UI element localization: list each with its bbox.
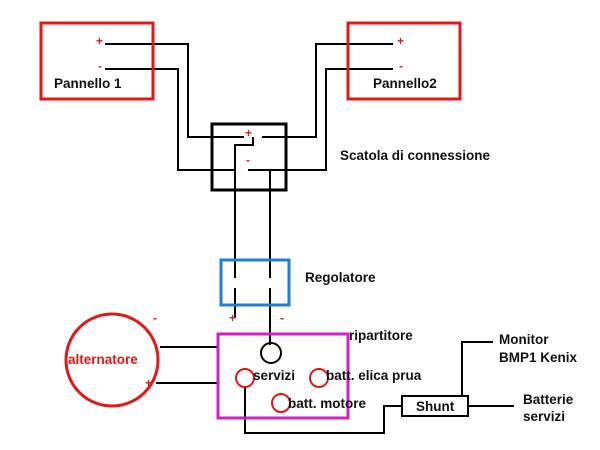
distributor: ripartitore servizi batt. elica prua bat…	[216, 328, 422, 420]
services-terminal	[235, 368, 255, 388]
junction-box-label: Scatola di connessione	[340, 148, 491, 163]
wire-panel1-negative	[105, 68, 235, 171]
solar-panel-2: + - Pannello2	[346, 21, 462, 101]
engine-terminal-label: batt. motore	[288, 396, 366, 411]
junction-box-plus: +	[245, 126, 252, 140]
panel-1-plus: +	[96, 34, 103, 48]
junction-box-frame	[210, 122, 288, 192]
regulator-minus: -	[280, 311, 284, 325]
wire-panel2-positive	[262, 43, 393, 138]
distributor-input-terminal	[260, 342, 282, 364]
regulator-label: Regolatore	[305, 270, 376, 285]
service-batteries: Batterie servizi	[523, 392, 574, 424]
alternator: alternatore - +	[64, 311, 160, 408]
engine-terminal	[271, 393, 291, 413]
panel-1-minus: -	[98, 59, 102, 73]
wires	[105, 43, 514, 434]
distributor-label: ripartitore	[349, 328, 413, 343]
batteries-label-line2: servizi	[523, 409, 565, 424]
wire-panel1-positive	[105, 43, 244, 138]
wire-panel2-negative	[268, 68, 393, 171]
panel-2-plus: +	[397, 34, 404, 48]
alternator-label: alternatore	[68, 352, 138, 367]
regulator-box	[219, 258, 291, 307]
solar-panel-1: + - Pannello 1	[39, 21, 155, 101]
regulator-plus: +	[229, 311, 236, 325]
batteries-label-line1: Batterie	[523, 392, 574, 407]
shunt-label: Shunt	[416, 399, 455, 414]
panel-2-label: Pannello2	[373, 76, 437, 91]
wire-junction-positive-down	[234, 137, 254, 278]
regulator: Regolatore + -	[219, 258, 376, 325]
junction-box-minus: -	[246, 153, 250, 167]
shunt: Shunt	[401, 395, 469, 417]
panel-1-label: Pannello 1	[54, 76, 122, 91]
monitor-label-line1: Monitor	[499, 332, 549, 347]
wire-junction-negative-down	[248, 169, 271, 278]
junction-box: + - Scatola di connessione	[210, 122, 491, 192]
panel-1-box	[39, 21, 155, 101]
alternator-plus: +	[145, 376, 152, 390]
monitor-label-line2: BMP1 Kenix	[499, 350, 578, 365]
wire-shunt-to-monitor	[461, 341, 493, 396]
alternator-minus: -	[153, 311, 157, 325]
services-terminal-label: servizi	[253, 368, 295, 383]
alternator-circle	[64, 312, 160, 408]
distributor-box	[216, 332, 350, 420]
shunt-box	[401, 395, 469, 417]
monitor: Monitor BMP1 Kenix	[499, 332, 578, 365]
bow-thruster-terminal	[309, 368, 329, 388]
bow-thruster-terminal-label: batt. elica prua	[326, 368, 422, 383]
panel-2-box	[346, 21, 462, 101]
panel-2-minus: -	[399, 59, 403, 73]
